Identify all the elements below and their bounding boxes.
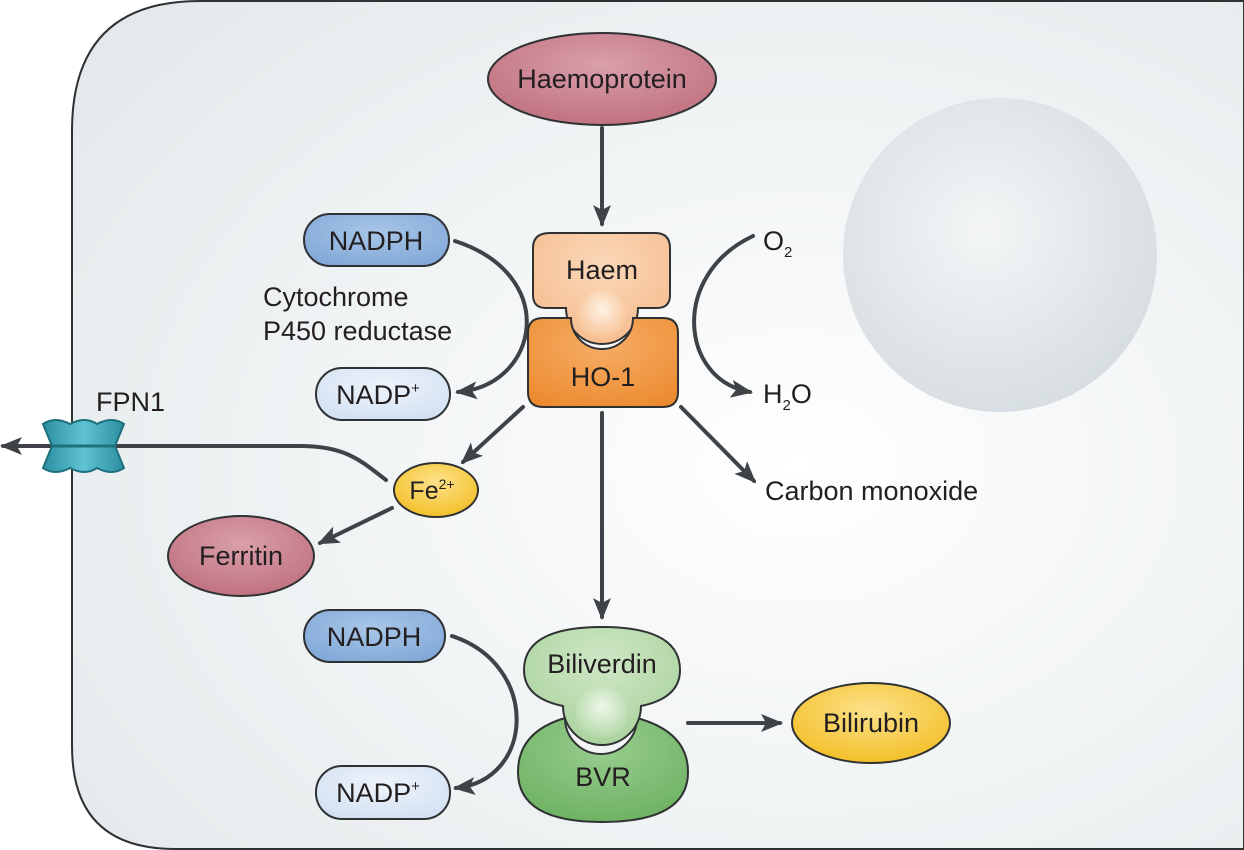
ho1-label: HO-1 — [571, 362, 636, 392]
reductase-label-line2: P450 reductase — [263, 316, 452, 346]
nadph-bottom-label: NADPH — [327, 622, 422, 652]
fe-label: Fe — [409, 477, 438, 505]
nadph-bottom-node — [303, 609, 446, 663]
arrow-fe-to-export — [0, 437, 388, 482]
nucleus — [843, 98, 1157, 412]
arrow-fe-to-ferritin — [317, 506, 394, 545]
haem-node — [532, 232, 671, 345]
o2-subscript: 2 — [784, 244, 792, 261]
haemoprotein-label: Haemoprotein — [517, 64, 687, 94]
fe-text: Fe2+ — [409, 476, 454, 505]
nadp-top-text: NADP+ — [336, 380, 420, 410]
bilirubin-node — [791, 682, 951, 764]
nadp-top-superscript: + — [411, 380, 420, 397]
bilirubin-label: Bilirubin — [823, 708, 919, 738]
nadp-top-label: NADP — [336, 380, 411, 410]
bvr-node — [516, 716, 690, 824]
biliverdin-ligand-sphere — [576, 686, 628, 738]
haem-ligand-sphere — [578, 290, 626, 338]
h2o-text: H2O — [763, 379, 812, 414]
fe-superscript: 2+ — [439, 476, 455, 492]
nadph-top-label: NADPH — [329, 226, 424, 256]
biliverdin-label: Biliverdin — [547, 649, 657, 679]
nadph-top-node — [303, 213, 450, 267]
arrow-nadph-to-nadp-bottom — [450, 634, 519, 796]
carbon-monoxide-label: Carbon monoxide — [765, 476, 978, 506]
nadp-bottom-superscript: + — [411, 778, 420, 795]
bvr-label: BVR — [575, 762, 631, 792]
haem-label: Haem — [566, 255, 638, 285]
nadp-top-node — [315, 367, 451, 421]
nadp-bottom-node — [315, 765, 451, 820]
haemoprotein-node — [487, 32, 717, 126]
ferritin-label: Ferritin — [199, 541, 283, 571]
arrow-nadph-to-nadp-top — [453, 239, 529, 400]
o2-text: O2 — [763, 226, 792, 261]
reductase-label-line1: Cytochrome — [263, 282, 409, 312]
fpn1-transporter-icon — [41, 419, 126, 473]
arrow-ho1-to-fe — [460, 405, 525, 465]
fpn1-label: FPN1 — [96, 387, 165, 417]
h2o-subscript: 2 — [783, 397, 791, 414]
h2o-h-label: H — [763, 379, 783, 409]
nadp-bottom-text: NADP+ — [336, 778, 420, 808]
h2o-o-label: O — [791, 379, 812, 409]
ho1-node — [527, 317, 679, 408]
fe-node — [393, 462, 479, 518]
arrow-ho1-to-carbon-monoxide — [679, 405, 757, 484]
o2-label: O — [763, 226, 784, 256]
arrow-o2-to-h2o — [692, 234, 755, 398]
nadp-bottom-label: NADP — [336, 778, 411, 808]
ferritin-node — [167, 515, 315, 597]
